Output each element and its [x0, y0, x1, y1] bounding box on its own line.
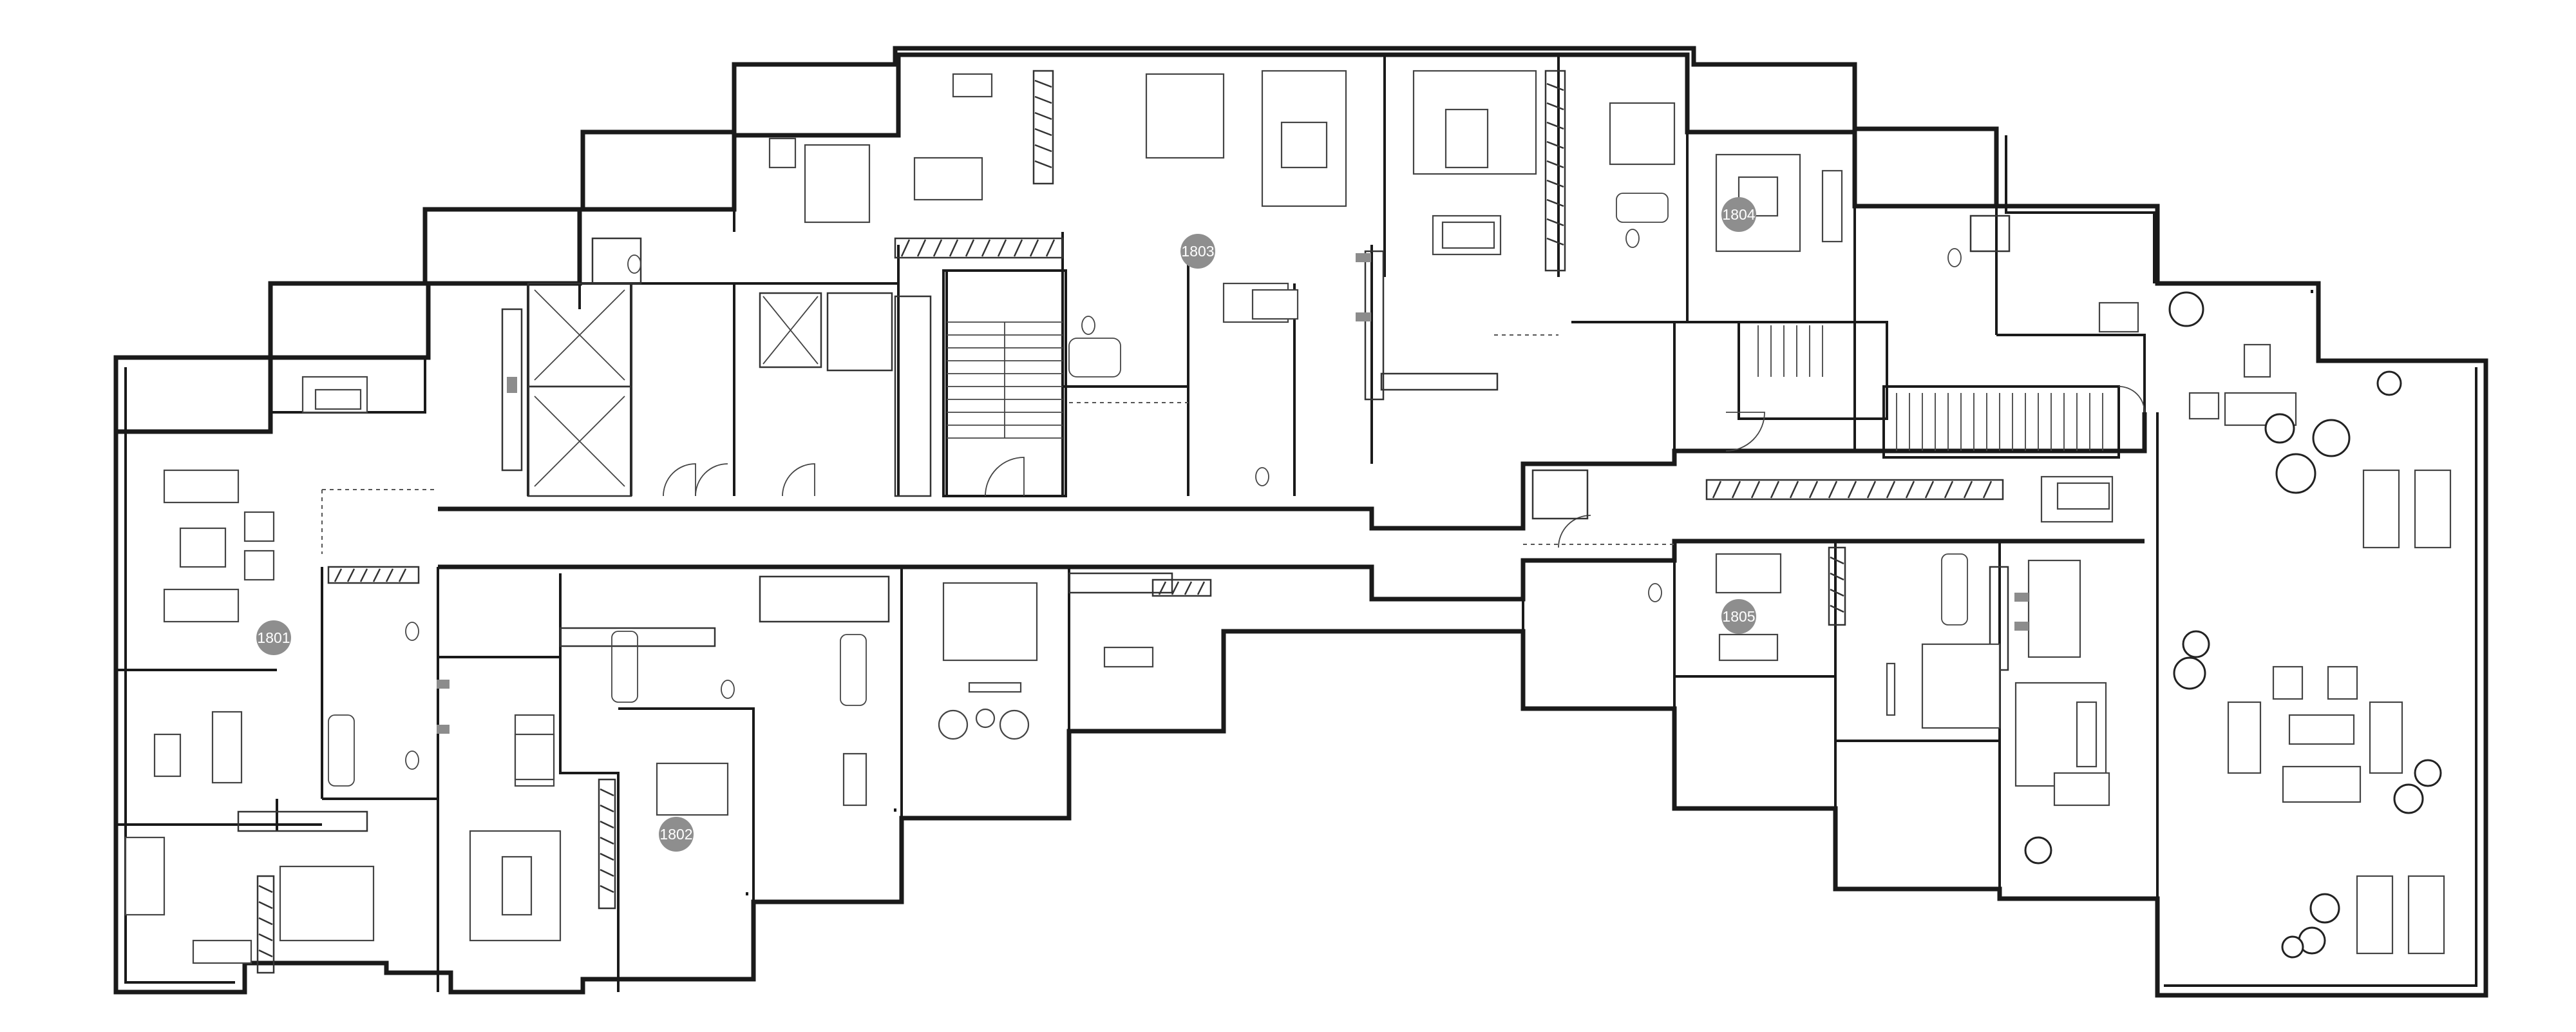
furniture	[124, 70, 2139, 964]
kitchen-counters	[237, 250, 2009, 832]
unit-label-1804: 1804	[1722, 206, 1755, 223]
unit-badge-1802: 1802	[659, 817, 694, 852]
unit-badge-1801: 1801	[256, 620, 291, 655]
stair-treads	[947, 321, 2103, 451]
interior-walls	[116, 52, 2159, 992]
bathrooms	[328, 193, 2011, 787]
appliance-tags	[437, 253, 2029, 734]
unit-label-1805: 1805	[1722, 608, 1755, 625]
terrace	[2024, 291, 2452, 959]
unit-badge-1805: 1805	[1721, 599, 1756, 634]
doors	[663, 386, 2145, 548]
unit-badge-1803: 1803	[1180, 234, 1215, 269]
unit-label-1802: 1802	[659, 826, 692, 843]
unit-label-1803: 1803	[1181, 243, 1214, 260]
closets	[256, 70, 2004, 974]
dashed-guides	[321, 334, 1674, 554]
unit-badge-1804: 1804	[1721, 197, 1756, 232]
unit-label-1801: 1801	[257, 629, 290, 646]
